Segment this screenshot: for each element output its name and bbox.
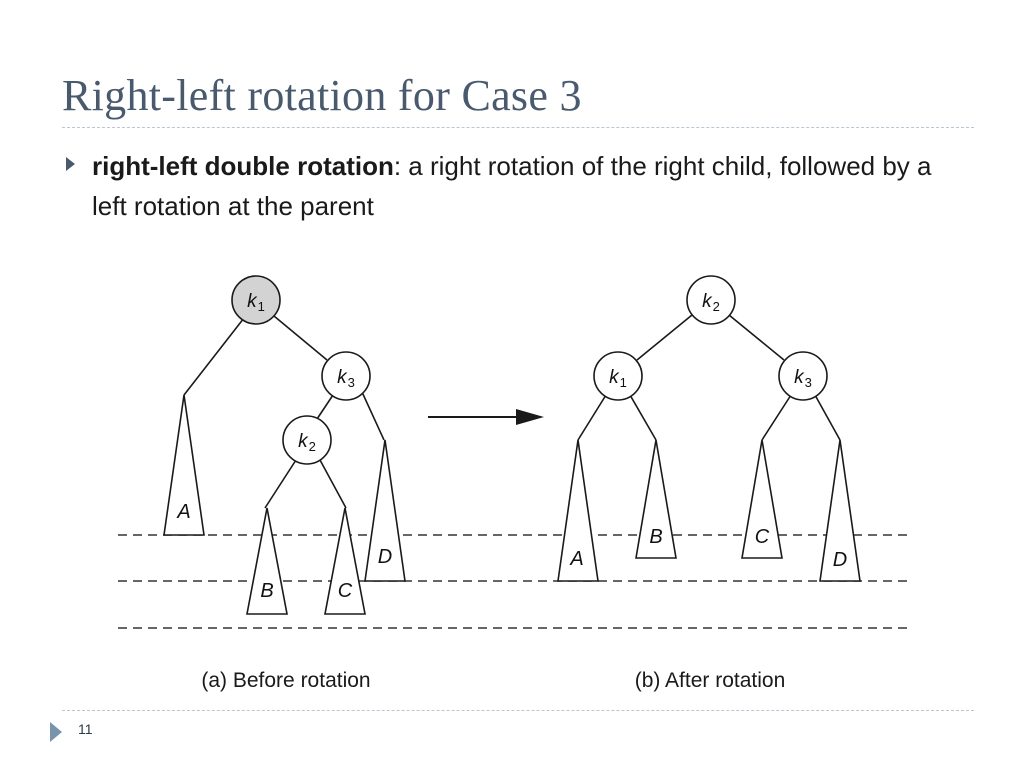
edge-k2-b [264,459,297,509]
edge-k3-k2 [314,394,334,423]
caption-before: (a) Before rotation [201,669,370,692]
edge-k1-a [183,317,245,396]
label-c-before: C [338,580,353,602]
label-a-before: A [176,501,190,523]
before-tree [163,275,406,615]
edge-k1-b-after [629,394,657,441]
rotation-arrow-icon [428,409,544,425]
label-k3-after: k3 [794,367,812,390]
node-k2-after [686,275,736,325]
slide-title: Right-left rotation for Case 3 [62,71,582,120]
label-d-after: D [833,549,847,571]
subtree-d-after [819,439,861,582]
edge-k2-k1 [636,314,693,361]
label-k2-after: k2 [702,291,720,314]
bullet-description: : a right rotation of the right child, f… [92,151,932,221]
label-k3-before: k3 [337,367,355,390]
subtree-c-before [324,507,366,615]
subtree-b-before [246,507,288,615]
label-b-after: B [649,526,662,548]
edge-k2-k3 [728,314,785,361]
bullet-term: right-left double rotation [92,151,394,181]
edge-k3-d-after [814,394,841,441]
label-k1-after: k1 [609,367,627,390]
subtree-c-after [741,439,783,559]
node-k2-before [282,415,332,465]
edge-k3-d [361,391,385,441]
subtree-b-after [635,439,677,559]
label-d-before: D [378,546,392,568]
bullet-text: right-left double rotation: a right rota… [92,146,952,226]
subtree-a-after [557,439,599,582]
after-tree [557,275,861,582]
edge-k3-c-after [761,394,792,441]
subtree-d-before [364,439,406,582]
footer-triangle-icon [50,722,62,742]
edge-k1-a-after [577,394,607,441]
footer-divider [62,710,974,711]
edge-k2-c [319,459,347,509]
page-number: 11 [78,721,93,737]
title-divider [62,127,974,128]
node-k1-after [593,351,643,401]
label-b-before: B [260,580,273,602]
height-guides [118,534,908,629]
bullet-arrow-icon [66,157,75,171]
label-k2-before: k2 [298,431,316,454]
label-c-after: C [755,526,770,548]
edge-k1-k3 [273,315,328,361]
node-k1-before [231,275,281,325]
subtree-a-before [163,394,205,536]
label-a-after: A [569,548,583,570]
label-k1-before: k1 [247,291,265,314]
node-k3-before [321,351,371,401]
node-k3-after [778,351,828,401]
caption-after: (b) After rotation [635,669,786,692]
